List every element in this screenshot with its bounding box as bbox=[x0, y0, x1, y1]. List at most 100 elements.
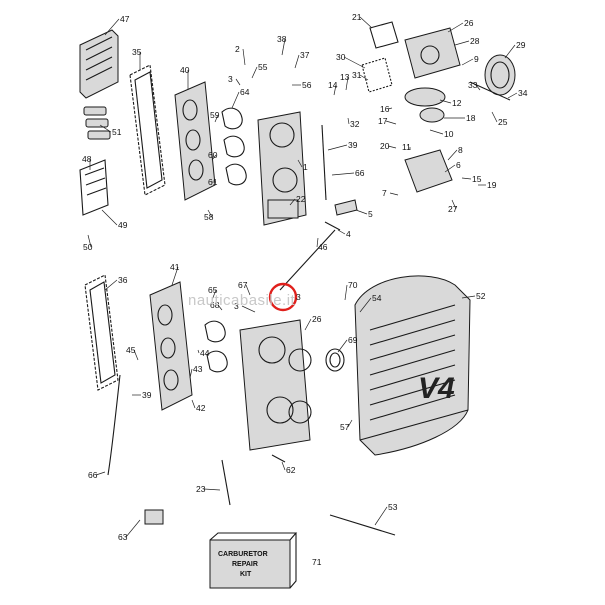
kit-line2: REPAIR bbox=[232, 561, 258, 568]
callout-label-3b: 3 bbox=[234, 301, 239, 311]
callout-label-1: 1 bbox=[303, 162, 308, 172]
callout-label-39b: 39 bbox=[142, 390, 152, 400]
callout-leader-7 bbox=[389, 192, 399, 196]
callout-label-27: 27 bbox=[448, 204, 458, 214]
callout-label-11: 11 bbox=[402, 142, 411, 152]
cover-badge-text: V4 bbox=[418, 372, 455, 405]
callout-label-30: 30 bbox=[336, 52, 346, 62]
callout-leader-21 bbox=[359, 16, 373, 29]
callout-label-3a: 3 bbox=[228, 74, 233, 84]
callout-label-49: 49 bbox=[118, 220, 128, 230]
callout-label-45: 45 bbox=[126, 345, 136, 355]
callout-leader-68 bbox=[217, 304, 223, 311]
callout-leader-4 bbox=[337, 229, 346, 235]
callout-label-42: 42 bbox=[196, 403, 206, 413]
callout-leader-3a bbox=[235, 78, 241, 86]
callout-label-21: 21 bbox=[352, 12, 362, 22]
callout-label-8: 8 bbox=[458, 145, 463, 155]
callout-leader-45 bbox=[133, 349, 139, 361]
callout-leader-43 bbox=[189, 368, 193, 379]
callout-label-57: 57 bbox=[340, 422, 350, 432]
callout-label-26b: 26 bbox=[312, 314, 322, 324]
part-4-screw bbox=[324, 221, 341, 231]
callout-leader-1 bbox=[297, 159, 303, 168]
callout-label-2: 2 bbox=[235, 44, 240, 54]
part-66-hose bbox=[107, 374, 121, 476]
part-39-link bbox=[321, 124, 327, 201]
callout-label-34: 34 bbox=[518, 88, 528, 98]
callout-label-36: 36 bbox=[118, 275, 128, 285]
callout-leader-59 bbox=[214, 114, 219, 123]
callout-label-44: 44 bbox=[200, 348, 210, 358]
callout-leader-6 bbox=[444, 164, 456, 173]
callout-leader-14 bbox=[333, 84, 337, 96]
callout-leader-34 bbox=[507, 92, 518, 99]
callout-leader-64 bbox=[231, 91, 240, 109]
callout-label-50: 50 bbox=[83, 242, 93, 252]
callout-leader-60 bbox=[211, 154, 217, 161]
kit-line3: KIT bbox=[240, 571, 252, 578]
callout-label-61: 61 bbox=[208, 177, 218, 187]
callout-leader-17 bbox=[385, 120, 397, 125]
callout-leader-63 bbox=[125, 519, 141, 538]
part-41-manifold bbox=[149, 281, 193, 411]
part-52-cover bbox=[354, 275, 471, 456]
part-62-screw bbox=[271, 454, 286, 463]
callout-leader-5 bbox=[355, 209, 368, 215]
callout-leader-42 bbox=[191, 399, 196, 409]
callout-leader-12 bbox=[439, 99, 452, 104]
part-29-ring bbox=[484, 54, 516, 96]
callout-label-65: 65 bbox=[208, 285, 218, 295]
callout-leader-15 bbox=[461, 177, 472, 180]
callout-label-32: 32 bbox=[350, 119, 360, 129]
callout-label-55: 55 bbox=[258, 62, 268, 72]
part-48-plate bbox=[79, 159, 109, 216]
part-65-gasket bbox=[204, 320, 228, 373]
callout-label-52: 52 bbox=[476, 291, 486, 301]
callout-label-60: 60 bbox=[208, 150, 218, 160]
callout-leader-44 bbox=[197, 349, 200, 354]
callout-leader-13 bbox=[345, 76, 349, 91]
callout-label-35: 35 bbox=[132, 47, 142, 57]
callout-label-66b: 66 bbox=[88, 470, 98, 480]
highlight-ring bbox=[268, 282, 298, 312]
callout-leader-70 bbox=[344, 284, 348, 301]
callout-leader-10 bbox=[429, 129, 444, 135]
callout-leader-41 bbox=[171, 266, 179, 286]
callout-leader-39a bbox=[327, 144, 348, 151]
callout-label-17: 17 bbox=[378, 116, 388, 126]
part-28-housing bbox=[404, 27, 461, 79]
callout-label-20: 20 bbox=[380, 141, 390, 151]
callout-label-62: 62 bbox=[286, 465, 296, 475]
callout-leader-37 bbox=[294, 54, 300, 69]
callout-leader-47 bbox=[104, 18, 120, 36]
callout-label-58: 58 bbox=[204, 212, 214, 222]
callout-leader-65 bbox=[211, 289, 217, 301]
callout-leader-8 bbox=[447, 149, 458, 161]
callout-label-68: 68 bbox=[210, 300, 220, 310]
callout-leader-55 bbox=[251, 66, 258, 79]
callout-label-9: 9 bbox=[474, 54, 479, 64]
part-47-plate bbox=[79, 29, 119, 99]
callout-label-41: 41 bbox=[170, 262, 180, 272]
callout-leader-52 bbox=[461, 295, 476, 299]
part-46-rod bbox=[279, 229, 336, 291]
callout-leader-67 bbox=[245, 284, 251, 296]
callout-leader-57 bbox=[347, 419, 353, 428]
callout-leader-32 bbox=[347, 117, 350, 125]
callout-leader-58 bbox=[207, 209, 213, 218]
callout-leader-3b bbox=[241, 305, 256, 313]
callout-leader-26 bbox=[447, 22, 464, 33]
part-12-diaphragm bbox=[404, 87, 446, 107]
part-63-clip bbox=[144, 509, 164, 525]
callout-leader-31 bbox=[359, 74, 369, 81]
callout-label-19: 19 bbox=[487, 180, 497, 190]
callout-label-39a: 39 bbox=[348, 140, 358, 150]
callout-leader-46 bbox=[316, 237, 319, 248]
callout-label-43: 43 bbox=[193, 364, 203, 374]
callout-label-4: 4 bbox=[346, 229, 351, 239]
callout-label-14: 14 bbox=[328, 80, 338, 90]
callout-label-33: 33 bbox=[468, 80, 478, 90]
